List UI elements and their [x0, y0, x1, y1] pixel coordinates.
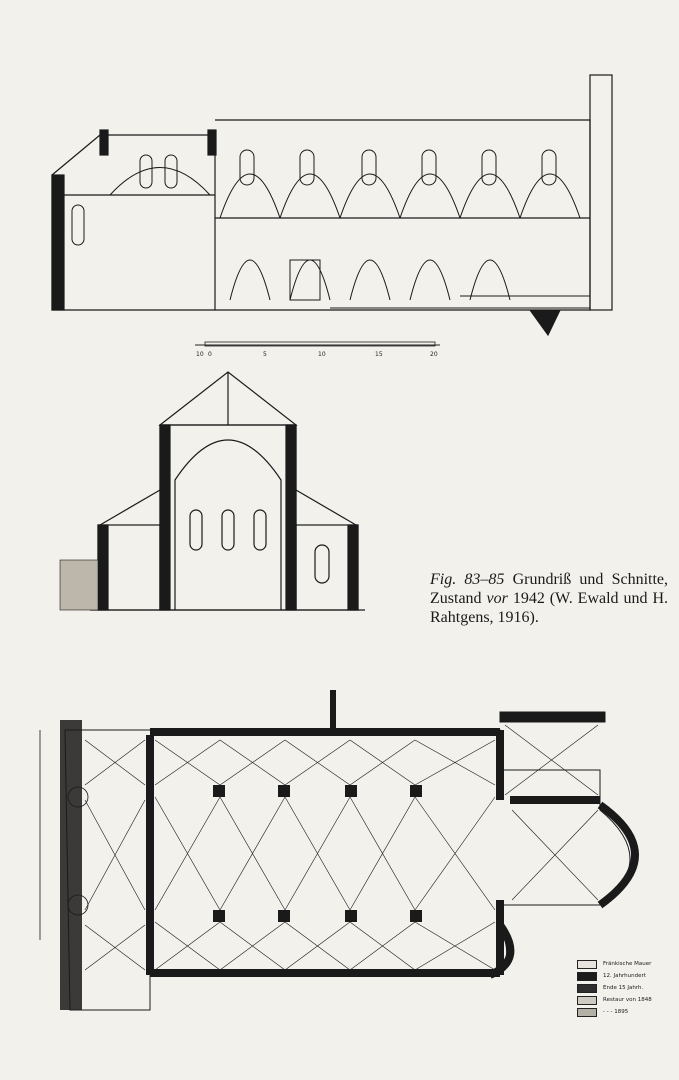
legend-item: Ende 15 Jahrh. — [577, 982, 652, 994]
scale-tick: 20 — [430, 351, 438, 358]
caption-text-2: 1942 (W. Ewald und H. Rahtgens, 1916). — [430, 590, 669, 626]
legend-swatch — [577, 1007, 597, 1017]
legend-label: Fränkische Mauer — [603, 961, 652, 967]
scale-tick: 5 — [263, 351, 267, 358]
caption-figure-number: Fig. 83–85 — [430, 571, 505, 588]
figure-caption: Fig. 83–85 Grundriß und Schnitte, Zustan… — [430, 570, 668, 627]
legend-item: Restaur von 1848 — [577, 994, 652, 1006]
legend-label: 12. Jahrhundert — [603, 973, 646, 979]
legend-label: - - - 1895 — [603, 1009, 629, 1015]
legend-swatch — [577, 959, 597, 969]
plan-legend: Fränkische Mauer 12. Jahrhundert Ende 15… — [577, 958, 652, 1018]
legend-item: 12. Jahrhundert — [577, 970, 652, 982]
legend-item: - - - 1895 — [577, 1006, 652, 1018]
legend-item: Fränkische Mauer — [577, 958, 652, 970]
caption-vor: vor — [486, 590, 508, 607]
legend-swatch — [577, 995, 597, 1005]
scale-tick: 10 — [196, 351, 204, 358]
legend-label: Restaur von 1848 — [603, 997, 652, 1003]
scale-tick: 15 — [375, 351, 383, 358]
scale-tick: 0 — [208, 351, 212, 358]
legend-swatch — [577, 971, 597, 981]
caption-text: Grundriß und Schnitte, Zustand — [430, 571, 668, 607]
longitudinal-section — [51, 74, 613, 337]
legend-swatch — [577, 983, 597, 993]
legend-label: Ende 15 Jahrh. — [603, 985, 644, 991]
scale-tick: 10 — [318, 351, 326, 358]
scale-bar: 10 0 5 10 15 20 — [195, 341, 440, 358]
floor-plan — [39, 690, 639, 1011]
cross-section — [59, 371, 365, 611]
